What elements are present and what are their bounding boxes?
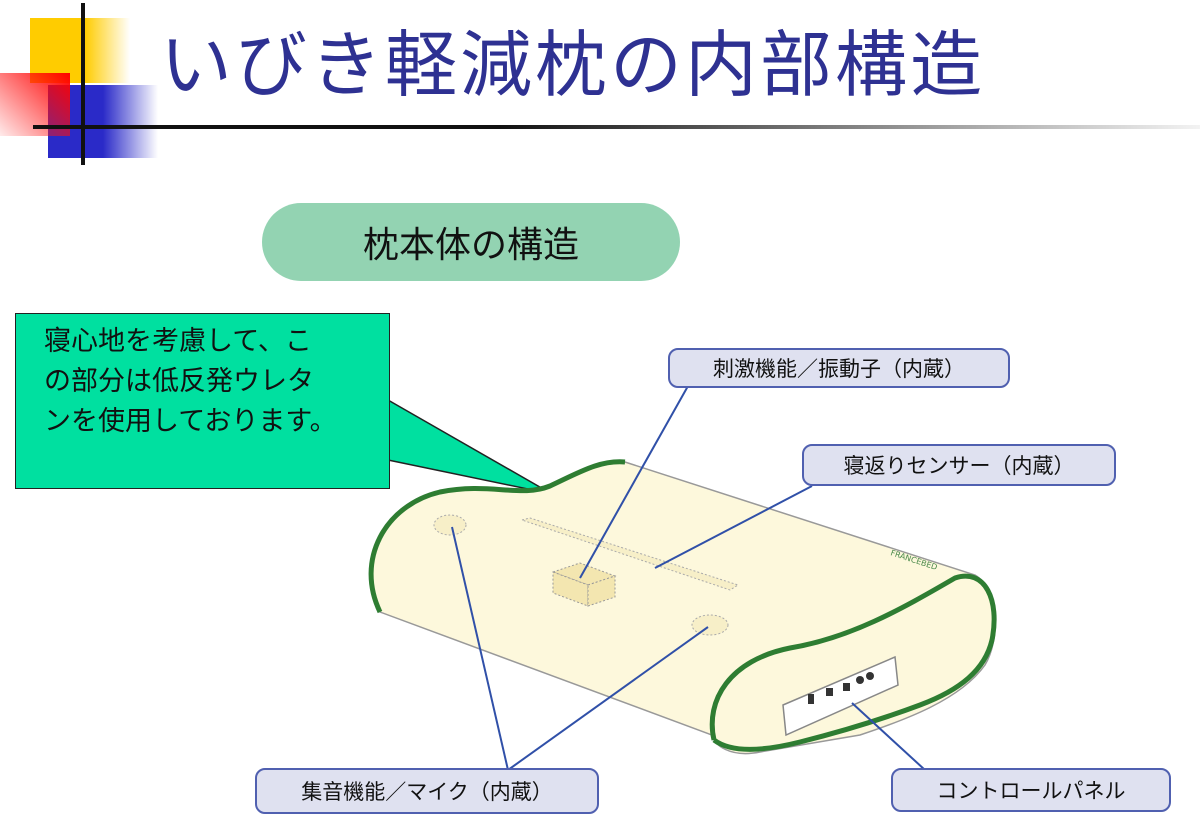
leader-mic-right	[507, 626, 709, 771]
pillow-left-outline	[368, 459, 626, 614]
label-sensor-text: 寝返りセンサー（内蔵）	[843, 454, 1075, 478]
mic-right	[691, 614, 729, 636]
callout-tail	[387, 398, 553, 495]
section-title: 枕本体の構造	[362, 225, 579, 266]
label-control-panel-text: コントロールパネル	[936, 779, 1126, 803]
sensor-strip	[520, 517, 740, 591]
slide-title: いびき軽減枕の内部構造	[160, 23, 986, 107]
callout-line-2: の部分は低反発ウレタ	[44, 366, 314, 397]
label-microphone: 集音機能／マイク（内蔵）	[255, 768, 599, 814]
leader-mic-left	[451, 526, 509, 771]
callout-line-3: ンを使用しております。	[44, 406, 337, 437]
callout-line-1: 寝心地を考慮して、こ	[44, 326, 312, 357]
leader-vibrator	[579, 385, 689, 579]
urethane-callout: 寝心地を考慮して、こ の部分は低反発ウレタ ンを使用しております。	[15, 313, 390, 489]
decor-vertical-line	[81, 3, 85, 165]
title-underline	[33, 125, 1200, 129]
control-panel	[782, 655, 899, 737]
label-microphone-text: 集音機能／マイク（内蔵）	[301, 780, 553, 804]
vibrator-box	[551, 562, 617, 607]
decor-yellow-square	[30, 18, 130, 83]
section-title-pill: 枕本体の構造	[262, 203, 680, 281]
leader-sensor	[654, 485, 813, 569]
mic-left	[433, 514, 467, 536]
label-control-panel: コントロールパネル	[891, 768, 1171, 812]
label-vibrator-text: 刺激機能／振動子（内蔵）	[713, 357, 965, 381]
leader-control-panel	[851, 702, 926, 771]
label-sensor: 寝返りセンサー（内蔵）	[802, 444, 1116, 486]
pillow-right-outline	[709, 573, 997, 752]
label-vibrator: 刺激機能／振動子（内蔵）	[668, 348, 1010, 388]
